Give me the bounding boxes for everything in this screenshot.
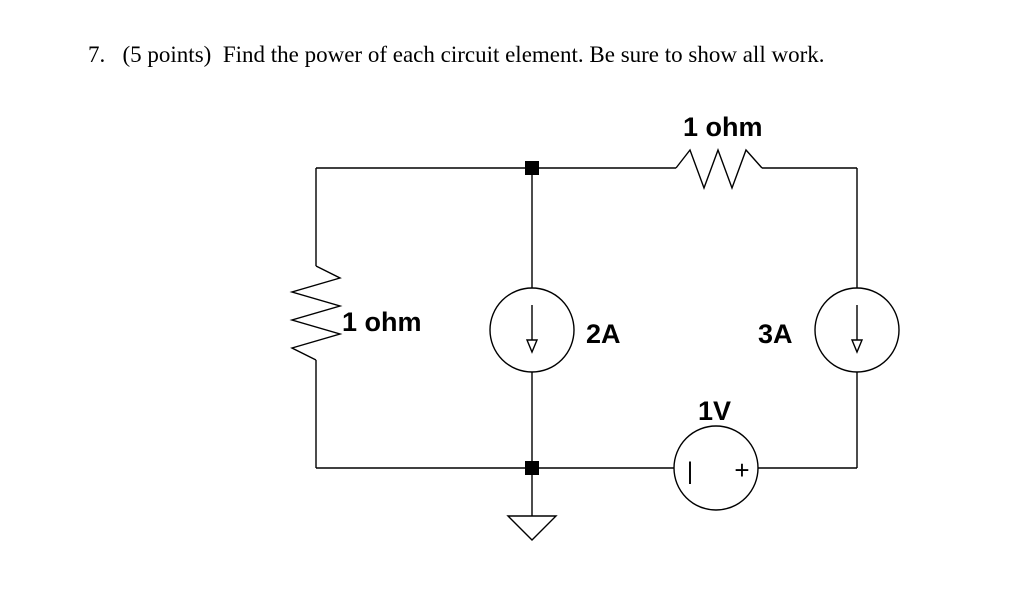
current-source-3a-label: 3A bbox=[758, 319, 793, 349]
voltage-source-label: 1V bbox=[698, 396, 731, 426]
node-top bbox=[525, 161, 539, 175]
current-source-2a-label: 2A bbox=[586, 319, 621, 349]
problem-points: (5 points) bbox=[122, 42, 212, 67]
arrow-head-icon bbox=[850, 339, 864, 354]
voltage-plus-sign: + bbox=[734, 455, 749, 485]
top-resistor-label: 1 ohm bbox=[683, 112, 763, 142]
top-resistor bbox=[675, 147, 763, 191]
ground-icon bbox=[506, 515, 558, 541]
problem-statement: 7. (5 points) Find the power of each cir… bbox=[88, 42, 824, 68]
problem-text: Find the power of each circuit element. … bbox=[222, 42, 825, 67]
voltage-minus-sign: | bbox=[687, 458, 693, 485]
arrow-head-icon bbox=[525, 339, 539, 354]
problem-number: 7. bbox=[88, 42, 106, 67]
left-resistor bbox=[289, 265, 343, 361]
node-bottom bbox=[525, 461, 539, 475]
left-resistor-label: 1 ohm bbox=[342, 307, 422, 337]
voltage-source-1v bbox=[673, 425, 759, 511]
